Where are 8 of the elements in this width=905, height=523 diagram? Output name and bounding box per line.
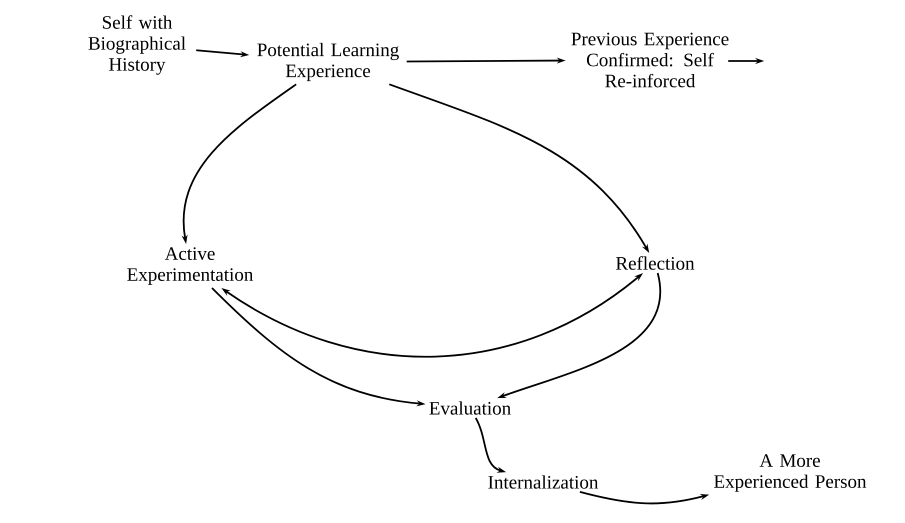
text-label: Reflection: [616, 256, 694, 270]
text-label: Previous Experience Confirmed: Self Re-inforced: [571, 32, 728, 88]
text-label: Evaluation: [429, 401, 511, 415]
text-label: A More Experienced Person: [714, 454, 866, 492]
text-label: Active Experimentation: [127, 247, 254, 285]
text-label: Internalization: [488, 475, 598, 489]
text-label: Self with Biographical History: [88, 15, 186, 75]
text-label: Potential Learning Experience: [257, 42, 399, 82]
